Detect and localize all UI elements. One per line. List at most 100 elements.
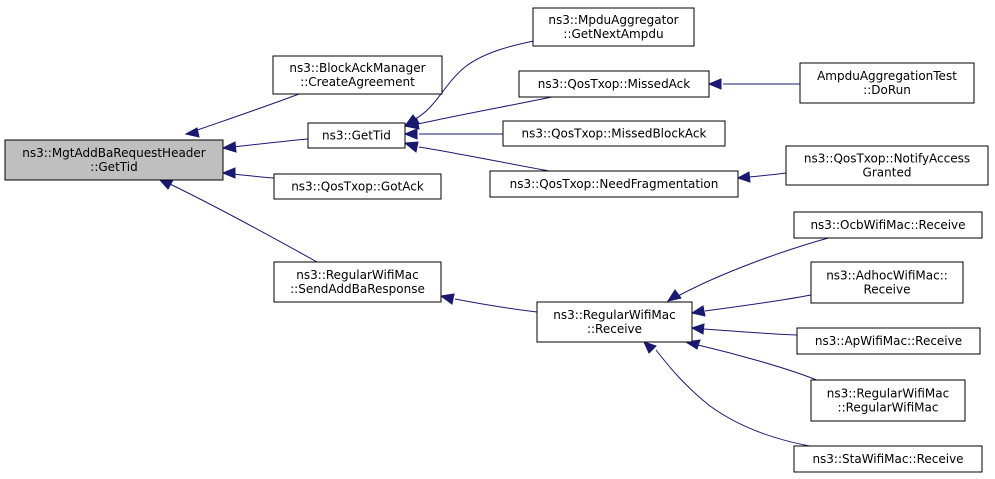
node-label-line: ns3::BlockAckManager [289,61,425,75]
edge-line [677,236,833,297]
node-need-fragmentation[interactable]: ns3::QosTxop::NeedFragmentation [489,170,739,198]
node-ap-receive[interactable]: ns3::ApWifiMac::Receive [796,327,981,355]
node-label-line: ::DoRun [863,83,911,97]
node-label-line: ::GetTid [90,160,137,174]
node-box[interactable] [273,261,442,303]
edge-arrowhead [690,305,706,317]
node-ocb-receive[interactable]: ns3::OcbWifiMac::Receive [793,211,983,239]
edge-arrowhead [690,323,705,335]
edge-arrowhead [221,167,236,179]
edge-notify_access_granted-to-need_fragmentation [736,171,787,183]
node-box[interactable] [793,211,983,239]
node-sta-receive[interactable]: ns3::StaWifiMac::Receive [793,445,983,473]
edge-arrowhead [184,127,200,138]
node-box[interactable] [532,7,695,47]
node-box[interactable] [4,139,224,181]
edge-line [185,93,300,135]
node-label-line: ::RegularWifiMac [838,401,939,415]
edge-line [655,349,822,449]
edge-missed_ack-to-get_tid [403,96,553,130]
edge-line [454,298,538,313]
node-box[interactable] [536,301,693,343]
node-box[interactable] [272,55,443,95]
node-label-line: ::CreateAgreement [300,75,415,89]
node-ampdu-test-dorun[interactable]: AmpduAggregationTest::DoRun [799,62,975,104]
edge-line [702,328,798,336]
edge-arrowhead [736,171,751,183]
node-label-line: ::Receive [587,322,642,336]
node-missed-block-ack[interactable]: ns3::QosTxop::MissedBlockAck [502,120,726,147]
edge-sta_receive-to-rwm_receive [643,341,822,449]
node-label-line: ns3::QosTxop::NeedFragmentation [510,177,719,191]
edges-layer [158,40,833,449]
edge-line [417,96,553,125]
node-got-ack[interactable]: ns3::QosTxop::GotAck [273,173,442,200]
node-box[interactable] [799,62,975,104]
edge-ampdu_test_dorun-to-missed_ack [707,78,800,90]
node-box[interactable] [793,445,983,473]
node-label-line: ns3::QosTxop::GotAck [291,180,424,194]
node-label-line: ::GetNextAmpdu [563,27,663,41]
node-label-line: ::SendAddBaResponse [290,282,425,296]
edge-rwm_receive-to-send_addba_response [439,293,538,313]
node-label-line: Granted [863,166,912,180]
edge-line [748,172,787,178]
edge-arrowhead [403,141,419,153]
node-label-line: ns3::AdhocWifiMac:: [826,269,948,283]
node-label-line: ns3::QosTxop::MissedAck [538,77,691,91]
nodes-layer: ns3::MgtAddBaRequestHeader::GetTid ns3::B… [4,7,989,473]
edge-arrowhead [707,78,722,90]
edge-line [169,183,318,263]
edge-arrowhead [403,118,420,130]
edge-ocb_receive-to-rwm_receive [666,236,833,302]
edge-missed_block_ack-to-get_tid [403,128,503,140]
node-label-line: ns3::MgtAddBaRequestHeader [22,146,206,160]
node-rwm-receive[interactable]: ns3::RegularWifiMac::Receive [536,301,693,343]
edge-arrowhead [666,289,682,302]
edge-line [418,146,550,172]
node-label-line: ns3::RegularWifiMac [553,308,675,322]
node-get-tid[interactable]: ns3::GetTid [307,122,406,149]
node-box[interactable] [796,327,981,355]
node-box[interactable] [502,120,726,147]
node-box[interactable] [273,173,442,200]
node-create-agreement[interactable]: ns3::BlockAckManager::CreateAgreement [272,55,443,95]
edge-arrowhead [403,128,418,140]
node-rwm-ctor[interactable]: ns3::RegularWifiMac::RegularWifiMac [810,379,966,422]
edge-got_ack-to-root [221,167,275,179]
node-label-line: ns3::RegularWifiMac [827,387,949,401]
node-label-line: ns3::QosTxop::NotifyAccess [804,152,970,166]
edge-line [704,294,812,312]
node-box[interactable] [810,379,966,422]
edge-create_agreement-to-root [184,93,300,138]
node-label-line: ns3::StaWifiMac::Receive [812,452,963,466]
node-label-line: ns3::ApWifiMac::Receive [815,334,962,348]
node-root[interactable]: ns3::MgtAddBaRequestHeader::GetTid [4,139,224,181]
edge-arrowhead [221,141,237,153]
node-box[interactable] [785,145,989,186]
edge-line [232,138,309,148]
node-label-line: ns3::MpduAggregator [548,13,678,27]
node-adhoc-receive[interactable]: ns3::AdhocWifiMac::Receive [810,261,964,304]
node-missed-ack[interactable]: ns3::QosTxop::MissedAck [518,70,710,98]
node-box[interactable] [489,170,739,198]
node-box[interactable] [307,122,406,149]
edge-ap_receive-to-rwm_receive [690,323,798,336]
node-send-addba-response[interactable]: ns3::RegularWifiMac::SendAddBaResponse [273,261,442,303]
edge-arrowhead [643,341,657,354]
edge-arrowhead [439,293,455,305]
edge-get_tid-to-root [221,138,309,153]
node-box[interactable] [810,261,964,304]
node-label-line: ns3::RegularWifiMac [296,268,418,282]
node-label-line: ns3::OcbWifiMac::Receive [810,218,965,232]
node-get-next-ampdu[interactable]: ns3::MpduAggregator::GetNextAmpdu [532,7,695,47]
node-label-line: ns3::GetTid [322,129,391,143]
edge-arrowhead [158,179,174,190]
edge-need_fragmentation-to-get_tid [403,141,550,172]
node-label-line: Receive [864,283,911,297]
node-box[interactable] [518,70,710,98]
node-label-line: AmpduAggregationTest [817,69,957,83]
edge-adhoc_receive-to-rwm_receive [690,294,812,317]
